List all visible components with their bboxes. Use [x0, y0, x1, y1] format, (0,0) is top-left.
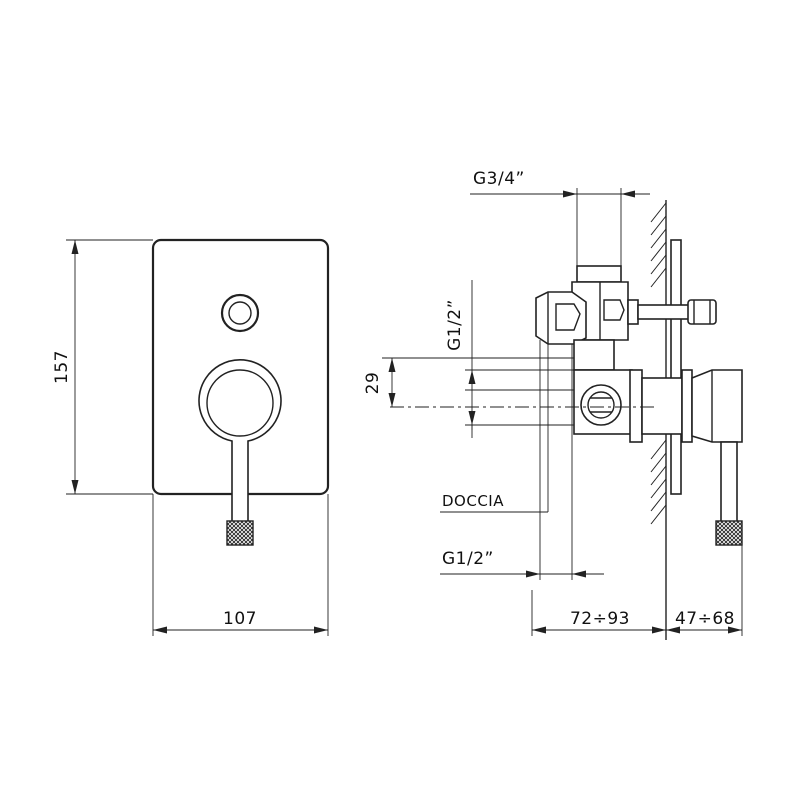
valve-body-lower — [573, 339, 615, 371]
side-outlet-fitting — [580, 384, 622, 426]
inlet-side-dimension-label: G1/2” — [445, 299, 465, 351]
lever-disc-inner — [206, 369, 274, 437]
trim-depth-dimension-label: 47÷68 — [675, 609, 735, 629]
top-inlet-connector — [576, 265, 622, 283]
shower-outlet-label: DOCCIA — [442, 492, 504, 510]
lever-handle — [198, 358, 282, 524]
body-depth-dimension-label: 72÷93 — [570, 609, 630, 629]
trim-plate-side — [670, 239, 682, 495]
side-view: G3/4” G1/2” 29 DOCCIA G1/2” — [363, 169, 743, 640]
lever-grip-side — [715, 520, 743, 546]
offset-dimension-label: 29 — [363, 372, 383, 395]
front-view: 157 107 — [52, 238, 330, 636]
wall-hatching — [650, 202, 667, 525]
lever-grip — [226, 520, 254, 546]
mounting-flange — [629, 369, 643, 443]
width-dimension-label: 107 — [223, 609, 257, 629]
inlet-top-dimension-label: G3/4” — [473, 169, 525, 189]
cartridge-stem — [627, 299, 639, 325]
height-dimension-label: 157 — [52, 350, 72, 384]
outlet-bottom-dimension-label: G1/2” — [442, 549, 494, 569]
diverter-knob-inner — [228, 301, 252, 325]
diverter-spindle — [687, 299, 717, 325]
lever-housing-side — [691, 369, 743, 443]
lever-stem-side — [720, 441, 738, 525]
diverter-knob-outer — [220, 293, 260, 333]
